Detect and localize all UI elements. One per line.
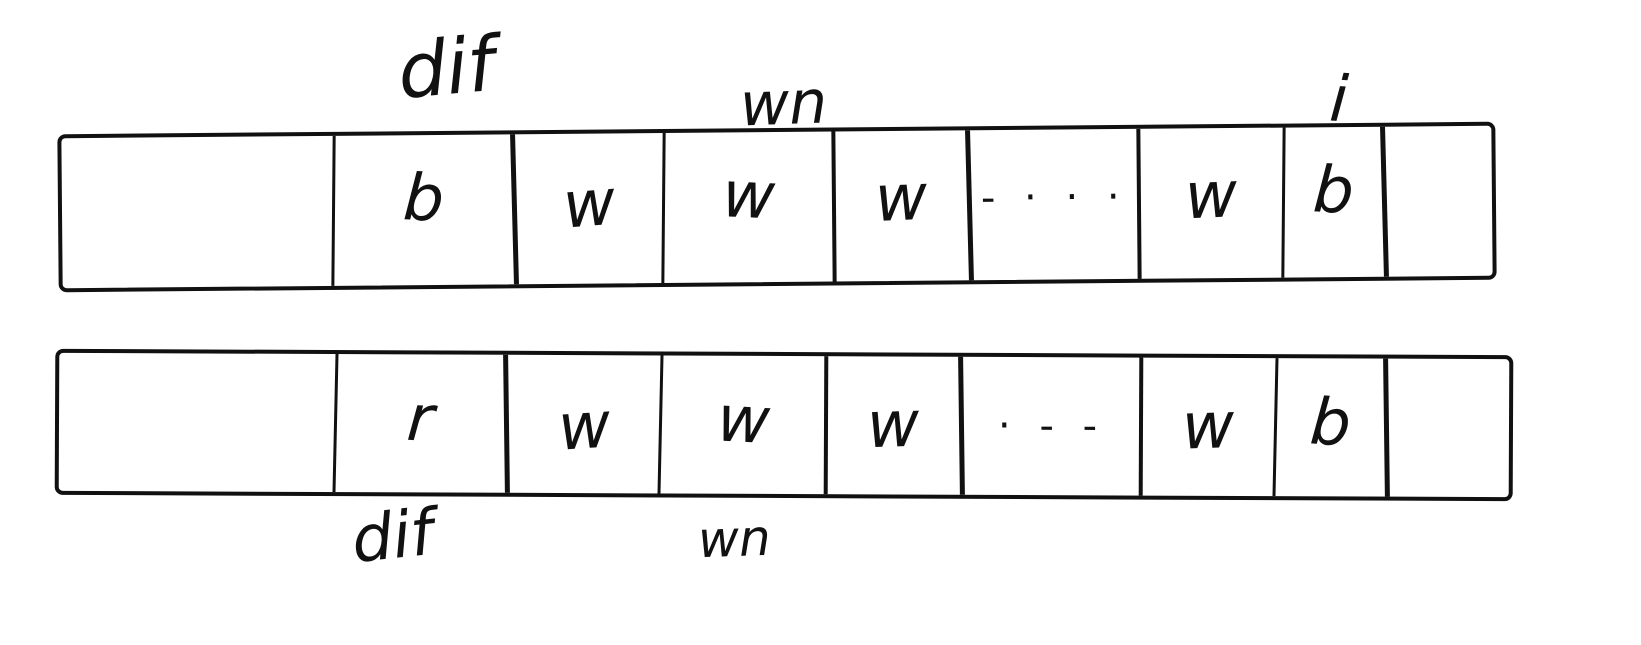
cell-label: w: [714, 382, 773, 460]
bottom-cell-7: b: [1272, 358, 1386, 497]
ellipsis-marks: - · · ·: [980, 173, 1129, 222]
cell-label: w: [1181, 389, 1236, 465]
bottom-cell-4: w: [823, 356, 960, 495]
label-dif-top: dif: [394, 18, 498, 117]
cell-label: b: [1311, 153, 1357, 230]
top-cell-ellipsis: - · · ·: [965, 128, 1139, 281]
bottom-strip: r w w w · - - w b: [54, 348, 1514, 502]
bottom-cell-3: w: [657, 355, 826, 495]
label-wn-top: wn: [738, 67, 829, 141]
bottom-cell-1: r: [332, 354, 506, 493]
cell-label: b: [1307, 385, 1354, 462]
top-cell-7: b: [1281, 126, 1383, 278]
cell-label: w: [866, 387, 921, 464]
top-cell-4: w: [831, 130, 968, 282]
top-cell-2: w: [510, 133, 664, 285]
top-cell-1: b: [331, 134, 513, 286]
cell-label: r: [404, 381, 437, 458]
cell-label: b: [401, 161, 447, 237]
top-cell-6: w: [1136, 127, 1283, 279]
label-dif-bottom: dif: [348, 495, 437, 579]
top-strip: b w w w - · · · w b: [57, 121, 1497, 293]
cell-label: w: [1183, 158, 1240, 235]
cell-label: w: [873, 160, 930, 238]
top-cell-0: [61, 136, 332, 288]
cell-label: w: [555, 388, 614, 466]
bottom-cell-8: [1383, 358, 1510, 498]
bottom-cell-2: w: [503, 354, 660, 494]
ellipsis-marks: · - -: [997, 402, 1106, 450]
bottom-cell-ellipsis: · - -: [958, 356, 1140, 496]
label-wn-bottom: wn: [697, 508, 772, 570]
cell-label: w: [720, 158, 778, 235]
cell-label: w: [560, 165, 620, 244]
top-cell-3: w: [661, 131, 833, 284]
top-cell-8: [1380, 125, 1494, 277]
bottom-cell-6: w: [1138, 357, 1275, 497]
bottom-cell-0: [59, 353, 335, 492]
